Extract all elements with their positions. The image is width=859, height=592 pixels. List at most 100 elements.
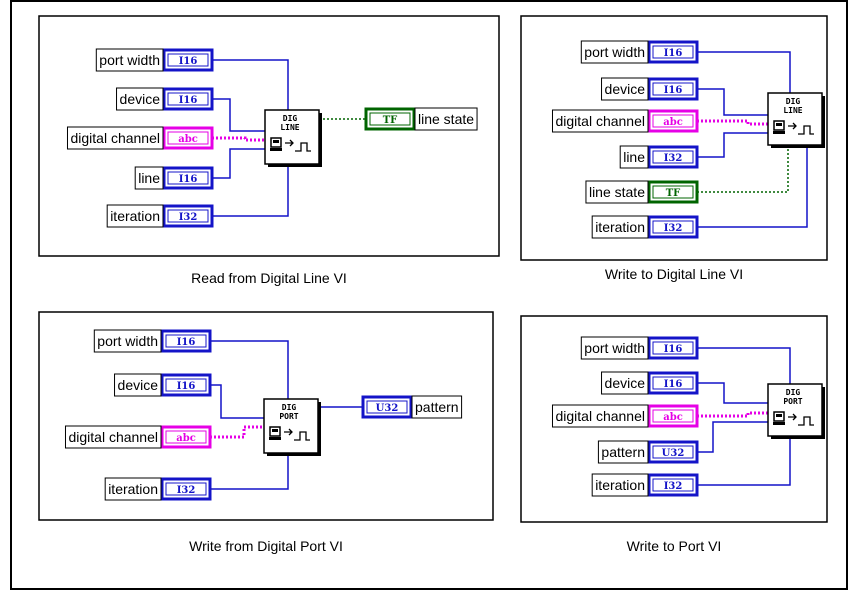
wire-digital-channel [697, 411, 768, 418]
label-line: line [619, 145, 649, 169]
terminal-device: I16 [160, 373, 212, 397]
svg-text:abc: abc [663, 412, 683, 423]
label-port-width: port width [93, 329, 162, 353]
svg-text:I16: I16 [177, 381, 196, 392]
wire-port-width [210, 340, 289, 399]
wire-device [697, 88, 768, 116]
svg-text:DIG: DIG [282, 403, 297, 412]
svg-text:LINE: LINE [783, 106, 802, 115]
svg-text:device: device [120, 91, 161, 107]
svg-text:TF: TF [383, 115, 398, 126]
label-port-width: port width [95, 48, 164, 72]
label-iteration: iteration [591, 215, 649, 239]
terminal-line-state: TF [647, 180, 699, 204]
svg-text:pattern: pattern [601, 444, 645, 460]
label-port-width: port width [580, 40, 649, 64]
svg-text:TF: TF [666, 188, 681, 199]
svg-text:port width: port width [584, 340, 645, 356]
svg-text:PORT: PORT [279, 412, 298, 421]
svg-text:device: device [118, 377, 159, 393]
write-line-icon [773, 120, 814, 135]
wire-pattern [697, 421, 768, 453]
terminal-digital-channel: abc [647, 404, 699, 428]
terminal-line-state: TF [364, 107, 416, 131]
svg-text:iteration: iteration [108, 481, 158, 497]
svg-text:U32: U32 [376, 403, 399, 414]
terminal-iteration: I32 [647, 215, 699, 239]
svg-text:I32: I32 [664, 153, 683, 164]
terminal-device: I16 [647, 77, 699, 101]
label-iteration: iteration [104, 477, 162, 501]
svg-text:digital channel: digital channel [555, 408, 645, 424]
label-pattern: pattern [597, 440, 649, 464]
wires [697, 347, 791, 486]
svg-text:U32: U32 [662, 448, 685, 459]
svg-text:PORT: PORT [783, 397, 802, 406]
wire-line [212, 148, 265, 179]
svg-text:device: device [605, 375, 646, 391]
terminal-digital-channel: abc [647, 109, 699, 133]
caption-write-line: Write to Digital Line VI [604, 266, 744, 282]
wire-line [697, 132, 768, 158]
terminal-device: I16 [647, 371, 699, 395]
terminal-port-width: I16 [160, 329, 212, 353]
label-device: device [114, 373, 162, 397]
svg-text:abc: abc [178, 134, 198, 145]
label-port-width: port width [580, 336, 649, 360]
wire-port-width [697, 347, 791, 384]
svg-text:I16: I16 [177, 337, 196, 348]
wire-iteration [210, 453, 289, 490]
terminal-port-width: I16 [647, 40, 699, 64]
wire-device [210, 384, 264, 419]
terminal-line: I32 [647, 145, 699, 169]
figure-frame [10, 0, 848, 590]
wire-device [212, 98, 265, 132]
label-line-state: line state [585, 180, 649, 204]
svg-text:I32: I32 [664, 481, 683, 492]
label-line-state: line state [414, 107, 478, 131]
terminal-device: I16 [162, 87, 214, 111]
label-iteration: iteration [106, 204, 164, 228]
svg-text:I16: I16 [664, 344, 683, 355]
wire-digital-channel [697, 119, 768, 126]
wire-iteration [697, 436, 791, 486]
svg-text:line: line [138, 170, 160, 186]
terminal-digital-channel: abc [160, 425, 212, 449]
terminal-pattern: U32 [361, 395, 413, 419]
svg-text:I16: I16 [179, 174, 198, 185]
svg-text:port width: port width [99, 52, 160, 68]
svg-text:I16: I16 [664, 48, 683, 59]
terminal-iteration: I32 [160, 477, 212, 501]
svg-text:DIG: DIG [283, 114, 298, 123]
label-digital-channel: digital channel [64, 425, 162, 449]
wire-port-width [697, 51, 791, 93]
terminal-port-width: I16 [162, 48, 214, 72]
label-digital-channel: digital channel [551, 404, 649, 428]
svg-text:abc: abc [176, 433, 196, 444]
svg-text:I16: I16 [664, 85, 683, 96]
wire-digital-channel [212, 136, 265, 142]
label-iteration: iteration [591, 473, 649, 497]
terminal-iteration: I32 [647, 473, 699, 497]
wires [210, 340, 363, 490]
terminal-digital-channel: abc [162, 126, 214, 150]
svg-text:I16: I16 [179, 95, 198, 106]
svg-text:I16: I16 [664, 379, 683, 390]
read-line-icon [270, 137, 311, 152]
write-port-icon [773, 411, 814, 426]
caption-read-port: Write from Digital Port VI [189, 538, 343, 554]
svg-text:iteration: iteration [595, 477, 645, 493]
svg-text:port width: port width [97, 333, 158, 349]
label-device: device [601, 77, 649, 101]
svg-text:device: device [605, 81, 646, 97]
terminal-pattern: U32 [647, 440, 699, 464]
svg-text:I16: I16 [179, 56, 198, 67]
svg-text:digital channel: digital channel [555, 113, 645, 129]
